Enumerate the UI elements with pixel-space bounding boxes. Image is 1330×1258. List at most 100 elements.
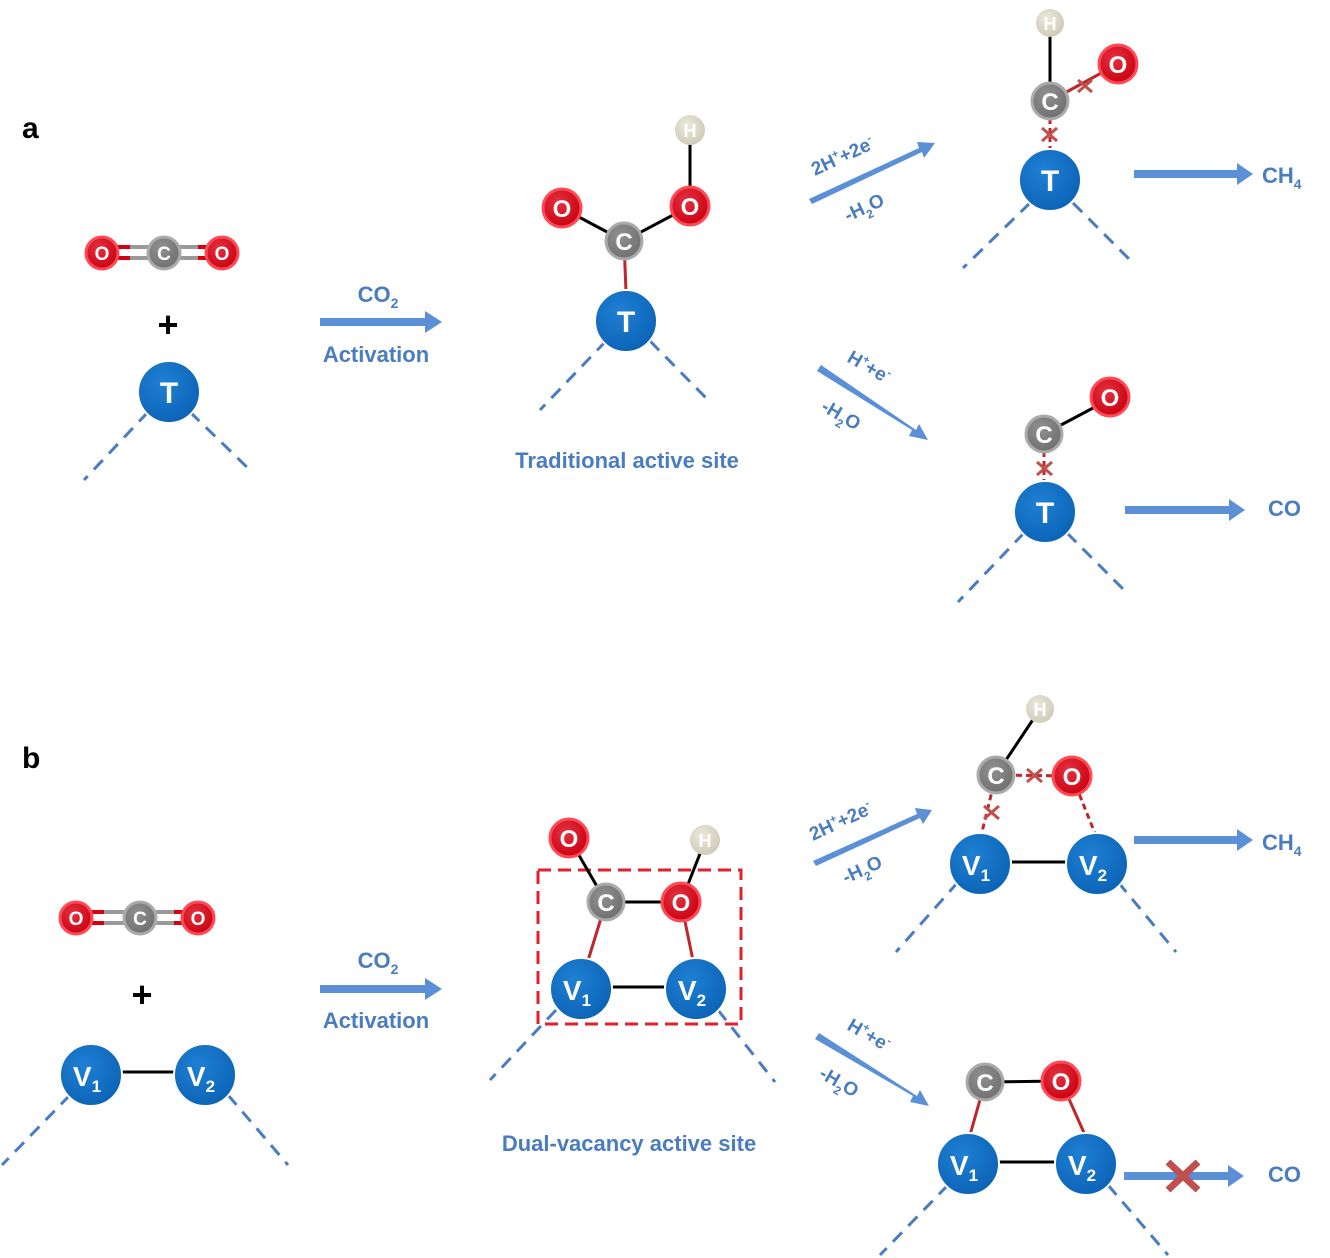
- svg-text:O: O: [553, 196, 572, 223]
- svg-text:O: O: [1101, 385, 1120, 412]
- svg-text:C: C: [1041, 89, 1058, 116]
- vacancy-site-v1: V1: [936, 1132, 1000, 1196]
- svg-text:T: T: [617, 306, 635, 339]
- oxygen-atom: O: [204, 235, 240, 271]
- panel-a: a O C O + T CO2 Activation: [22, 9, 1302, 604]
- svg-text:O: O: [69, 909, 84, 930]
- oxygen-atom: O: [660, 881, 702, 923]
- panel-a-cooh-intermediate: H O O C T: [538, 115, 712, 412]
- oxygen-atom: O: [1040, 1060, 1082, 1102]
- activation-arrow-a: CO2 Activation: [320, 282, 442, 367]
- oxygen-atom: O: [58, 900, 94, 936]
- vacancy-site-v2: V2: [1065, 832, 1129, 896]
- step-arrow-b-upper: 2H++2e- -H2O: [806, 797, 932, 892]
- vacancy-site-v1: V1: [59, 1043, 123, 1107]
- panel-b-upper-product: H C O V1 V2: [894, 695, 1178, 953]
- svg-text:V1: V1: [73, 1061, 101, 1096]
- step-arrow-a-lower: H++e- -H2O: [816, 346, 928, 440]
- cross-mark: [983, 804, 1000, 821]
- svg-text:H: H: [1034, 700, 1047, 720]
- panel-a-upper-product: H C O T: [961, 9, 1139, 270]
- svg-text:C: C: [987, 763, 1004, 790]
- product-arrow-ch4-a: CH4: [1134, 163, 1302, 192]
- panel-b-label: b: [22, 742, 40, 775]
- oxygen-atom: O: [1097, 43, 1139, 85]
- product-label: CH: [1262, 163, 1294, 188]
- svg-text:O: O: [191, 909, 206, 930]
- panel-b-co2-molecule: O C O: [58, 900, 216, 936]
- svg-text:O: O: [681, 194, 700, 221]
- svg-text:T: T: [160, 377, 178, 410]
- svg-text:C: C: [157, 244, 171, 265]
- carbon-atom: C: [586, 882, 626, 922]
- svg-text:V2: V2: [1079, 850, 1107, 885]
- oxygen-atom: O: [669, 185, 711, 227]
- svg-text:Activation: Activation: [323, 1008, 429, 1033]
- active-site-atom: T: [1018, 148, 1082, 212]
- svg-text:V1: V1: [950, 1150, 978, 1185]
- active-site-atom: T: [594, 289, 658, 353]
- product-label: CO: [1268, 1162, 1301, 1187]
- plus-sign: +: [131, 974, 152, 1015]
- svg-text:-H2O: -H2O: [839, 852, 887, 892]
- svg-text:Activation: Activation: [323, 342, 429, 367]
- cross-mark: [1026, 767, 1043, 784]
- svg-text:C: C: [976, 1070, 993, 1097]
- product-label: CH: [1262, 830, 1294, 855]
- svg-text:O: O: [1052, 1069, 1071, 1096]
- activation-arrow-b: CO2 Activation: [320, 948, 442, 1033]
- svg-text:O: O: [560, 826, 579, 853]
- product-arrow-co-b-blocked: CO: [1124, 1159, 1301, 1193]
- svg-text:-H2O: -H2O: [841, 190, 889, 230]
- carbon-atom: C: [1030, 81, 1070, 121]
- oxygen-atom: O: [180, 900, 216, 936]
- panel-b-lower-product: C O V1 V2: [878, 1060, 1170, 1257]
- cross-mark: [1036, 460, 1053, 477]
- oxygen-atom: O: [541, 187, 583, 229]
- svg-text:H++e-: H++e-: [844, 346, 895, 388]
- svg-text:CH4: CH4: [1262, 830, 1302, 859]
- svg-text:-H2O: -H2O: [814, 1063, 862, 1105]
- oxygen-atom: O: [1051, 755, 1093, 797]
- step-arrow-b-lower: H++e- -H2O: [814, 1015, 929, 1106]
- svg-text:C: C: [133, 909, 147, 930]
- svg-text:H: H: [1044, 14, 1057, 34]
- active-site-atom: [137, 360, 201, 424]
- panel-b-dual-vacancy-intermediate: O H C O V1 V2: [488, 817, 777, 1083]
- hydrogen-atom: H: [1036, 9, 1064, 37]
- plus-sign: +: [157, 304, 178, 345]
- product-label: CO: [1268, 496, 1301, 521]
- carbon-atom: C: [965, 1062, 1005, 1102]
- svg-text:T: T: [1036, 497, 1054, 530]
- highlight-box: [536, 868, 743, 1026]
- panel-a-co2-molecule: O C O: [84, 235, 240, 271]
- carbon-atom: C: [976, 755, 1016, 795]
- panel-a-label: a: [22, 112, 39, 145]
- svg-text:C: C: [615, 229, 632, 256]
- svg-text:CO2: CO2: [358, 282, 399, 311]
- active-site-atom: T: [1013, 480, 1077, 544]
- svg-text:CO2: CO2: [358, 948, 399, 977]
- svg-text:O: O: [215, 244, 230, 265]
- vacancy-site-v1: V1: [948, 832, 1012, 896]
- carbon-atom: C: [604, 221, 644, 261]
- svg-text:H: H: [699, 831, 712, 851]
- carbon-atom: C: [1024, 414, 1064, 454]
- cross-mark: [1077, 78, 1093, 94]
- svg-text:V2: V2: [1068, 1150, 1096, 1185]
- dual-vacancy-site-caption: Dual-vacancy active site: [502, 1131, 756, 1156]
- product-arrow-ch4-b: CH4: [1134, 829, 1302, 859]
- cross-mark: [1041, 126, 1058, 143]
- vacancy-site-v2: V2: [173, 1043, 237, 1107]
- traditional-site-caption: Traditional active site: [515, 448, 739, 473]
- svg-text:-H2O: -H2O: [816, 396, 864, 438]
- svg-text:O: O: [672, 890, 691, 917]
- blocked-cross-icon: [1165, 1159, 1201, 1193]
- svg-text:H: H: [684, 121, 697, 141]
- panel-a-reagent-site: T: [82, 360, 254, 482]
- hydrogen-atom: H: [675, 115, 705, 145]
- product-arrow-co-a: CO: [1125, 496, 1301, 521]
- panel-b-reagent-site: V1 V2: [0, 1043, 290, 1167]
- hydrogen-atom: H: [1026, 695, 1054, 723]
